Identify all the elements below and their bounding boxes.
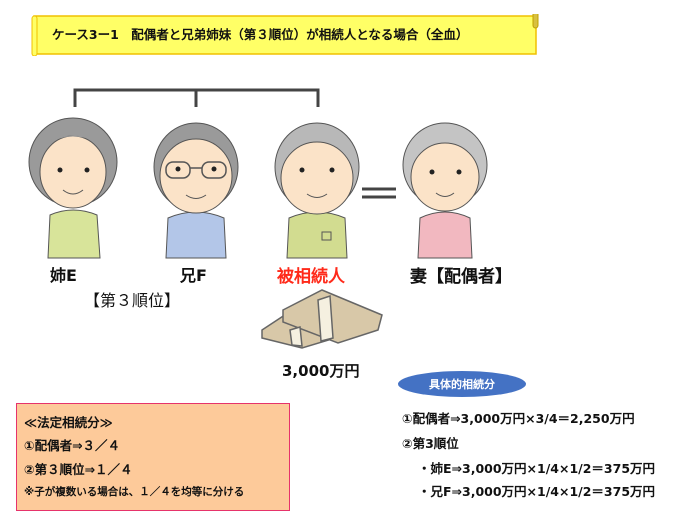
money-bundle-icon (261, 289, 383, 349)
page-title: ケース3ー1 配偶者と兄弟姉妹（第３順位）が相続人となる場合（全血） (52, 27, 469, 42)
family-tree (28, 88, 488, 349)
sister-label: 姉E (50, 266, 77, 285)
calc-line: ・姉E⇒3,000万円×1/4×1/2＝375万円 (418, 461, 656, 476)
estate-amount: 3,000万円 (282, 362, 360, 380)
legal-share-box: ≪法定相続分≫ ①配偶者⇒３／４ ②第３順位⇒１／４ ※子が複数いる場合は、１／… (16, 403, 290, 511)
brother-label: 兄F (180, 266, 207, 285)
calc-line: ・兄F⇒3,000万円×1/4×1/2＝375万円 (418, 484, 656, 499)
rank-label: 【第３順位】 (84, 291, 181, 310)
calc-line: ②第3順位 (402, 436, 459, 451)
glasses-icon (165, 161, 227, 179)
legal-share-line: ②第３順位⇒１／４ (24, 462, 133, 477)
title-scroll-banner (31, 14, 539, 56)
brother-figure (153, 122, 239, 259)
equals-sign-marriage (362, 187, 396, 199)
calc-line: ①配偶者⇒3,000万円×3/4＝2,250万円 (402, 411, 635, 426)
sister-figure (28, 117, 118, 259)
spouse-label: 妻【配偶者】 (410, 267, 512, 287)
sibling-connector-lines (73, 88, 320, 107)
spouse-figure (402, 122, 488, 259)
legal-share-heading: ≪法定相続分≫ (24, 415, 113, 430)
deceased-figure (274, 122, 360, 259)
legal-share-note: ※子が複数いる場合は、１／４を均等に分ける (24, 486, 245, 498)
legal-share-line: ①配偶者⇒３／４ (24, 438, 121, 453)
deceased-label: 被相続人 (277, 267, 345, 287)
calc-heading-badge: 具体的相続分 (398, 371, 526, 397)
